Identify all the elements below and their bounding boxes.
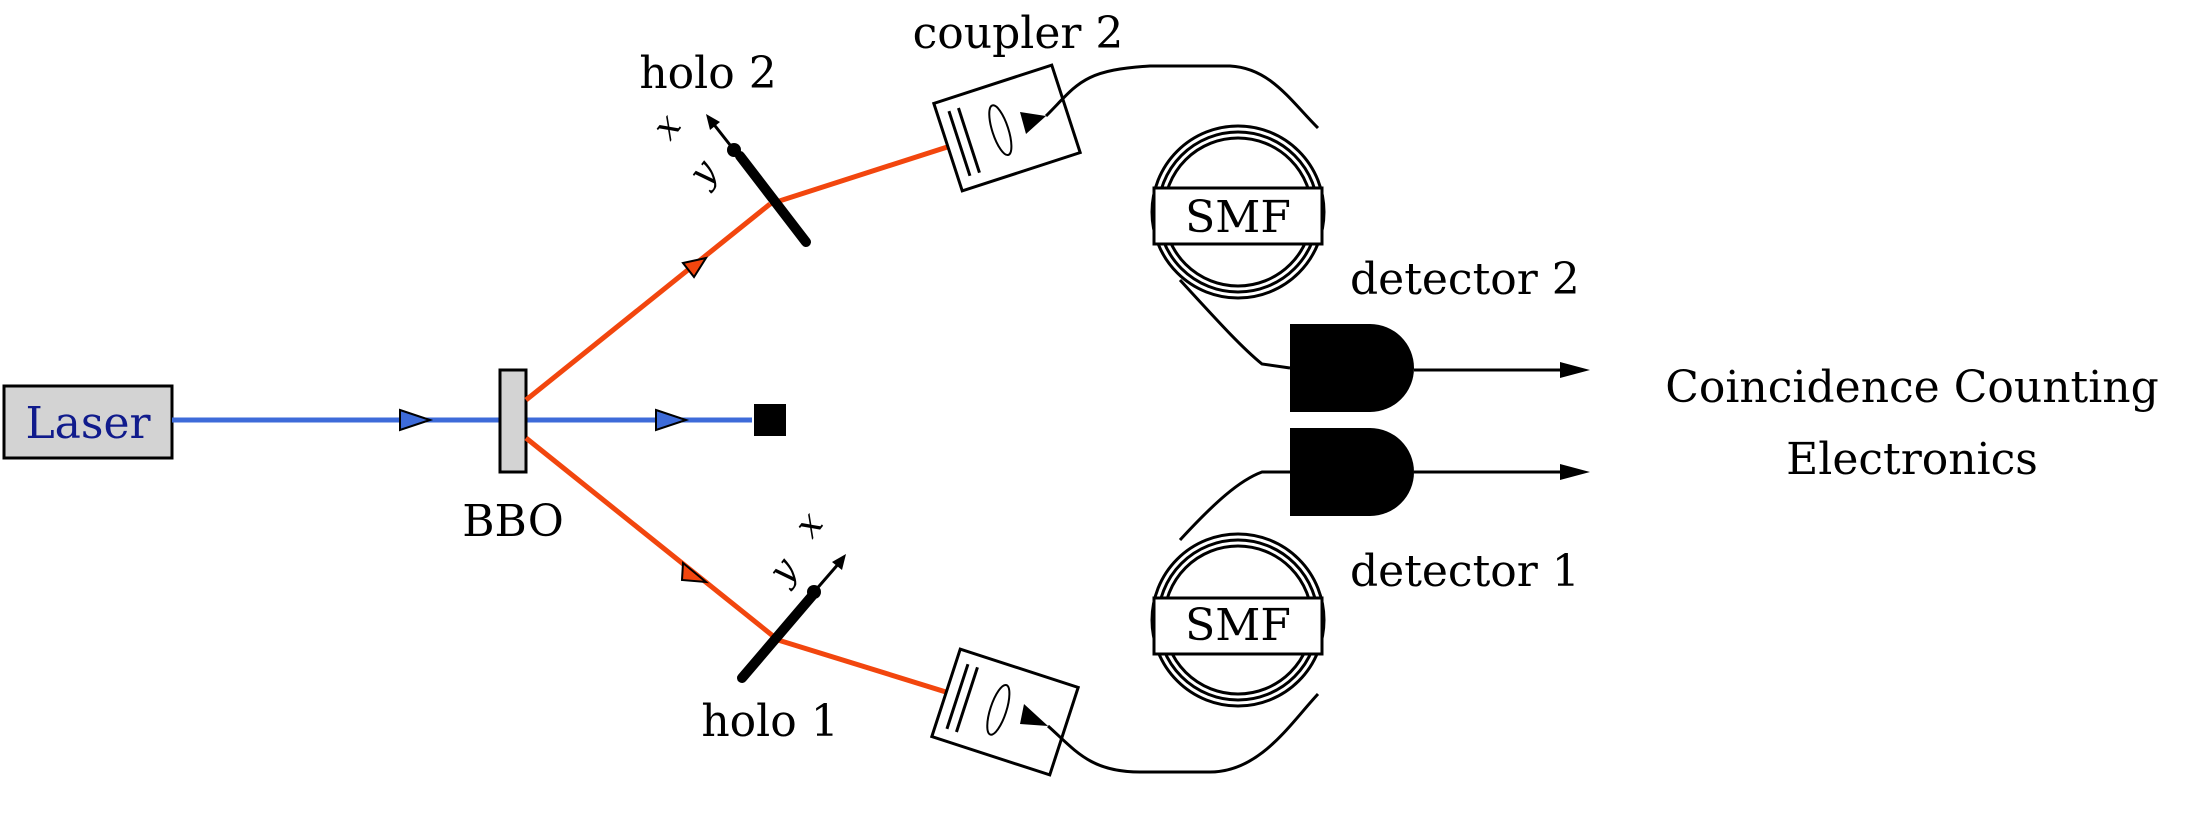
beam-dump xyxy=(754,404,786,436)
smf-spool-bottom: SMF xyxy=(1150,532,1326,708)
bbo-crystal: BBO xyxy=(462,368,564,547)
fiber-bottom xyxy=(1047,470,1320,774)
hologram-1: x y holo 1 xyxy=(701,504,846,747)
pump-arrow-2 xyxy=(655,408,690,432)
detector-2: detector 2 xyxy=(1290,254,1580,412)
output-label-line1: Coincidence Counting xyxy=(1665,362,2159,413)
coupler2-label: coupler 2 xyxy=(913,8,1124,59)
coupler-1 xyxy=(929,647,1081,777)
pump-arrow-1 xyxy=(399,408,434,432)
coupler1-focus-arrow xyxy=(1020,704,1048,726)
output-signals xyxy=(1414,362,1590,480)
laser-label: Laser xyxy=(25,398,151,449)
holo1-axis-y: y xyxy=(760,550,806,593)
holo1-label: holo 1 xyxy=(701,696,838,747)
hologram-2: x y holo 2 xyxy=(639,48,811,247)
detector-1: detector 1 xyxy=(1290,428,1580,597)
holo2-axis-y: y xyxy=(680,152,726,195)
detector1-label: detector 1 xyxy=(1350,546,1580,597)
upper-beam-arrow xyxy=(681,256,709,279)
coincidence-electronics: Coincidence Counting Electronics xyxy=(1665,362,2159,485)
smf-top-label: SMF xyxy=(1185,192,1291,243)
coupler-2: coupler 2 xyxy=(913,8,1124,193)
lower-beam-arrow xyxy=(680,560,710,584)
holo2-label: holo 2 xyxy=(639,48,776,99)
detector2-label: detector 2 xyxy=(1350,254,1580,305)
holo1-axis-x: x xyxy=(787,504,832,545)
holo2-axis-x: x xyxy=(645,106,690,147)
smf-bottom-label: SMF xyxy=(1185,600,1291,651)
smf-spool-top: SMF xyxy=(1150,124,1326,300)
signal-beam-upper xyxy=(524,119,1026,402)
fiber-top xyxy=(1044,64,1320,370)
laser: Laser xyxy=(2,384,174,460)
coupler2-focus-arrow xyxy=(1020,112,1046,134)
pump-beam xyxy=(172,404,786,436)
output-label-line2: Electronics xyxy=(1786,434,2038,485)
bbo-label: BBO xyxy=(462,496,564,547)
